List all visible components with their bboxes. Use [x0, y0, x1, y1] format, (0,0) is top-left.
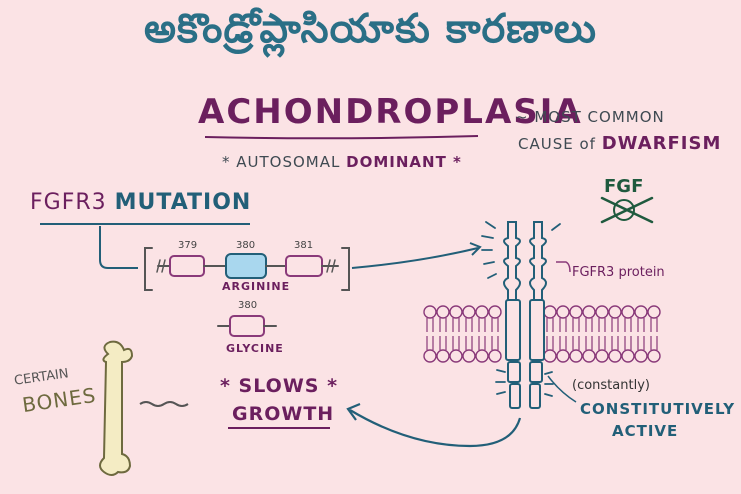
codon-381-box: [285, 255, 323, 277]
dna-to-receptor-arrow: [351, 247, 479, 269]
note-cause-text: CAUSE of: [518, 135, 596, 153]
slows-label: * SLOWS *: [220, 375, 339, 397]
note-cause: CAUSE of DWARFISM: [518, 133, 721, 154]
fgfr3-label: FGFR3: [30, 190, 107, 215]
activity-marks: [481, 221, 561, 397]
codon-379-label: 379: [178, 240, 198, 251]
growth-arrowhead: [346, 402, 361, 421]
fgfr3-receptor: [503, 221, 547, 409]
codon-379-box: [169, 255, 205, 277]
codon-381-label: 381: [294, 240, 314, 251]
dominant-label: DOMINANT *: [346, 153, 462, 171]
fgfr3-mutation-heading: FGFR3 MUTATION: [30, 190, 251, 215]
codon-380-arginine-box: [225, 253, 267, 279]
active-label: ACTIVE: [612, 422, 679, 440]
mutation-connector: [99, 226, 138, 269]
title-underline: [204, 135, 479, 140]
arrowhead: [469, 242, 482, 256]
growth-label: GROWTH: [232, 403, 335, 425]
fgf-crossed-icon: [600, 196, 654, 224]
constitutively-label: CONSTITUTIVELY: [580, 400, 736, 418]
note-most-common: ~ MOST COMMON: [515, 108, 665, 126]
codon-380-glycine-box: [229, 315, 265, 337]
mutation-label: MUTATION: [114, 190, 252, 215]
codon-380-glycine-label: 380: [238, 300, 258, 311]
codon-380-label: 380: [236, 240, 256, 251]
glycine-label: GLYCINE: [226, 342, 284, 355]
page-title: అకొండ్రోప్లాసియాకు కారణాలు: [143, 6, 598, 52]
squiggle-connector: [139, 401, 189, 407]
fgf-label: FGF: [604, 176, 644, 197]
constantly-label: (constantly): [572, 378, 650, 393]
autosomal-label: * AUTOSOMAL: [222, 153, 341, 171]
bone-icon: [99, 340, 134, 476]
protein-pointer: [556, 261, 571, 273]
arginine-label: ARGININE: [222, 280, 291, 293]
note-dwarfism: DWARFISM: [601, 133, 722, 154]
diagram-title: ACHONDROPLASIA: [198, 92, 583, 132]
cell-membrane: [423, 305, 661, 363]
constitutive-pointer: [547, 375, 577, 403]
receptor-to-growth-arrow: [349, 409, 522, 448]
inheritance-note: * AUTOSOMAL DOMINANT *: [222, 153, 462, 171]
dna-sequence: [144, 247, 350, 337]
fgfr3-protein-label: FGFR3 protein: [572, 265, 665, 280]
